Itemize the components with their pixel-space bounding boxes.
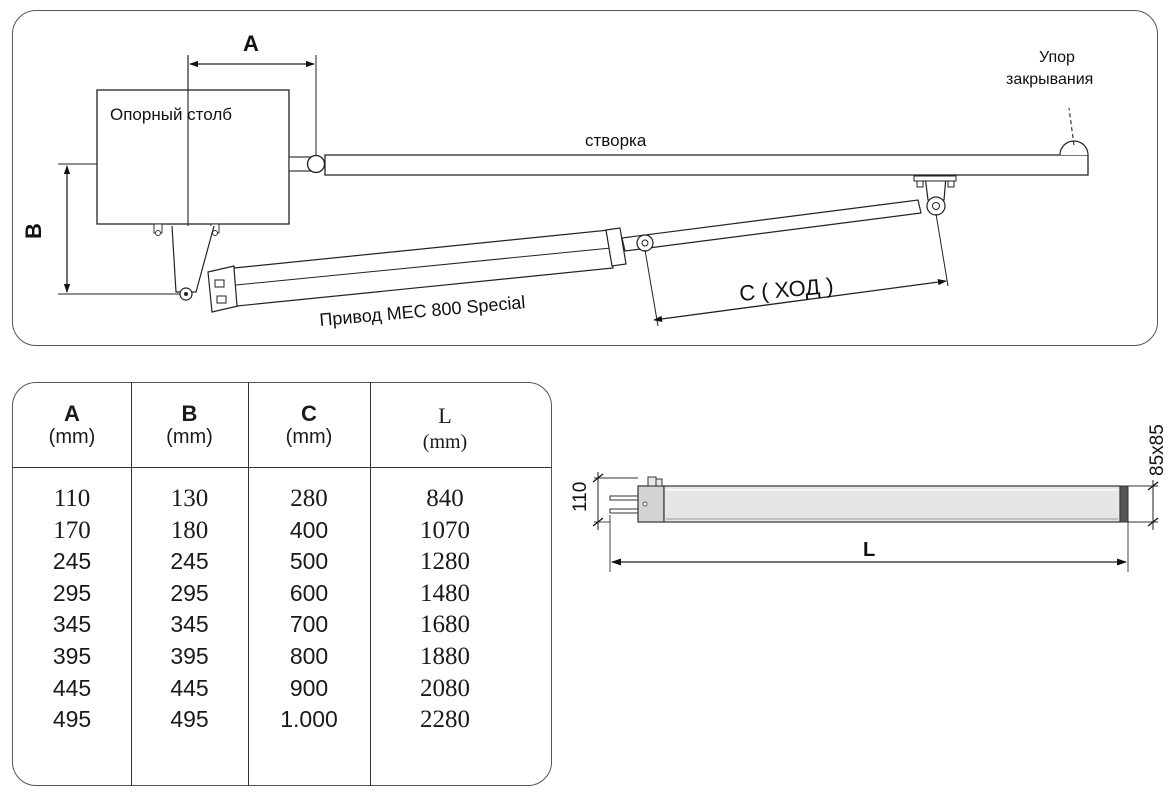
side-body (663, 485, 1121, 523)
dimensions-table: A (mm) B (mm) C (mm) L (mm) 110 170 245 … (12, 382, 552, 786)
dim-c-label: C ( ХОД ) (738, 273, 834, 306)
table-cell: 445 (170, 674, 209, 701)
table-divider-2 (248, 382, 250, 786)
length-label: L (863, 539, 875, 561)
dim-c-ext-right (935, 213, 949, 287)
table-cell: 280 (290, 485, 328, 512)
installation-diagram: A B C ( ХОД ) Опорный столб створка Упор… (21, 31, 1093, 330)
table-cell: 395 (170, 642, 209, 669)
table-cell: 345 (170, 611, 209, 638)
height-label: 110 (570, 482, 591, 512)
actuator-head (207, 265, 239, 313)
table-cell: 495 (52, 706, 92, 733)
leaf-label: створка (585, 131, 647, 150)
actuator-end-cap (605, 227, 627, 267)
table-cell: 700 (289, 611, 329, 638)
table-cell: 1480 (420, 579, 470, 607)
table-cell: 245 (170, 548, 209, 575)
table-cell: 1.000 (280, 706, 338, 733)
table-cell: 445 (52, 674, 92, 701)
column-a-values: 110 170 245 295 345 395 445 495 (13, 483, 131, 736)
header-b: B (mm) (166, 401, 213, 449)
rear-bracket (171, 225, 215, 293)
table-cell: 1070 (420, 516, 470, 544)
table-cell: 500 (289, 548, 329, 575)
column-b-values: 130 180 245 295 345 395 445 495 (131, 483, 248, 736)
header-a: A (mm) (48, 401, 96, 449)
table-cell: 600 (289, 579, 329, 606)
column-l-values: 840 1070 1280 1480 1680 1880 2080 2280 (370, 483, 520, 736)
support-post (96, 89, 290, 225)
table-cell: 130 (170, 485, 209, 512)
table-cell: 800 (289, 642, 329, 669)
gate-leaf (324, 154, 1089, 176)
stop-leader-line (1068, 107, 1075, 146)
dim-b-label: B (21, 223, 46, 239)
table-cell: 840 (426, 485, 464, 512)
table-cell: 345 (52, 611, 92, 638)
table-cell: 110 (53, 485, 91, 512)
table-cell: 295 (52, 579, 92, 606)
dim-c-arrow (653, 278, 947, 323)
table-cell: 180 (170, 516, 209, 544)
stop-label-line2: закрывания (1006, 71, 1093, 88)
table-cell: 295 (170, 579, 209, 606)
header-l: L (mm) (422, 403, 468, 453)
table-cell: 900 (289, 674, 329, 701)
table-cell: 1280 (420, 548, 470, 576)
side-head (637, 485, 665, 523)
column-c-values: 280 400 500 600 700 800 900 1.000 (248, 483, 370, 736)
dim-a-label: A (243, 31, 259, 56)
table-header-rule (12, 467, 552, 469)
table-cell: 1880 (420, 642, 470, 670)
table-cell: 395 (52, 642, 92, 669)
table-cell: 2280 (420, 706, 470, 734)
side-connector (647, 476, 657, 487)
dim-c-ext-left (644, 249, 659, 327)
table-cell: 245 (52, 548, 92, 575)
piston-rod (621, 199, 922, 252)
header-c: C (mm) (285, 401, 333, 449)
table-cell: 1680 (420, 611, 470, 639)
table-divider-1 (131, 382, 133, 786)
actuator-side-view: 110 85x85 L (570, 424, 1168, 572)
table-divider-3 (370, 382, 372, 786)
side-end-cap (1119, 485, 1129, 523)
side-pin-upper (609, 495, 639, 501)
table-cell: 400 (289, 516, 329, 543)
installation-diagram-panel: A B C ( ХОД ) Опорный столб створка Упор… (12, 10, 1158, 346)
table-cell: 2080 (420, 674, 470, 702)
hinge-icon (306, 154, 326, 174)
post-label: Опорный столб (110, 105, 232, 124)
stop-label-line1: Упор (1039, 49, 1075, 66)
actuator-body (233, 229, 614, 307)
table-cell: 170 (53, 516, 91, 544)
drive-label: Привод MEC 800 Special (319, 292, 527, 330)
side-pin-lower (609, 508, 639, 514)
table-cell: 495 (170, 706, 209, 733)
section-label: 85x85 (1147, 424, 1168, 476)
